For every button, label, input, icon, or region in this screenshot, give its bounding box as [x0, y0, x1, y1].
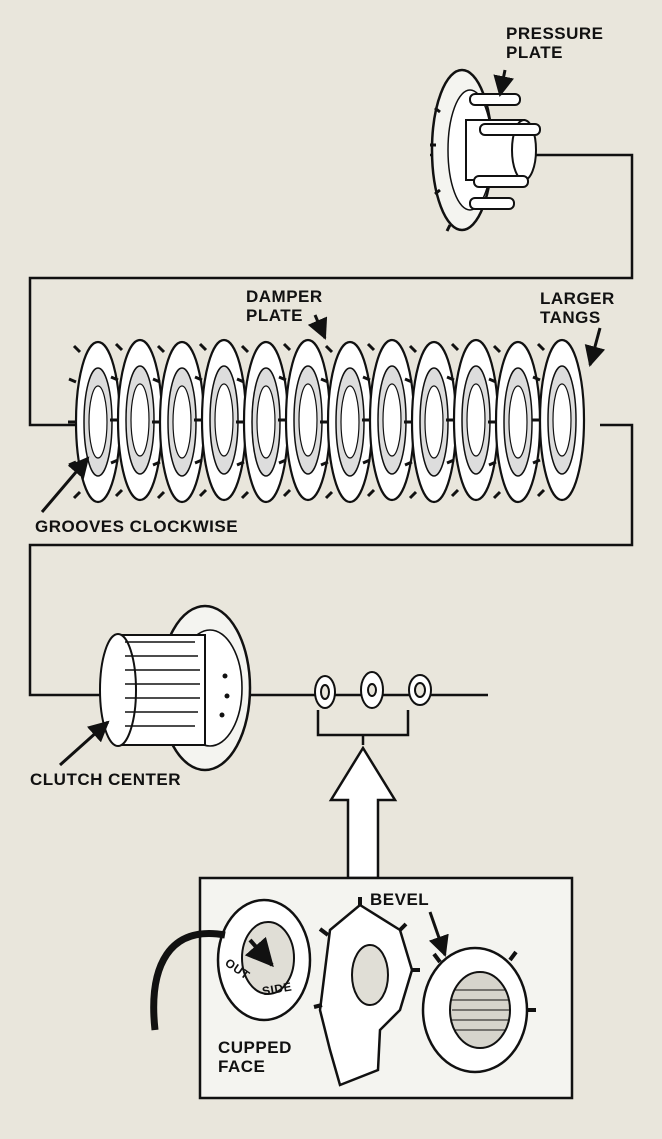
larger-tangs-arrow [584, 327, 606, 368]
washer-part [150, 898, 312, 1031]
bevel-label: BEVEL [370, 890, 430, 909]
clutch-plate-stack [66, 338, 586, 504]
lock-washer-part [313, 897, 420, 1087]
larger-tangs-label: LARGER TANGS [540, 289, 615, 327]
clutch-center-arrow [58, 720, 110, 767]
pressure-plate-label: PRESSURE PLATE [506, 24, 604, 62]
pressure-plate-part [430, 68, 541, 232]
damper-plate-label: DAMPER PLATE [246, 287, 323, 325]
bevel-arrow [428, 911, 449, 957]
shaft-hardware [314, 671, 432, 709]
bevel-nut-part [421, 946, 536, 1074]
grooves-clockwise-label: GROOVES CLOCKWISE [35, 517, 239, 536]
detail-up-arrow [328, 745, 398, 880]
clutch-center-label: CLUTCH CENTER [30, 770, 181, 789]
damper-plate-arrow [307, 314, 328, 340]
detail-bracket [316, 710, 410, 745]
clutch-center-part [99, 604, 252, 772]
grooves-clockwise-arrow [40, 456, 90, 513]
cupped-face-label: CUPPED FACE [218, 1038, 292, 1076]
pressure-plate-arrow [493, 69, 515, 98]
